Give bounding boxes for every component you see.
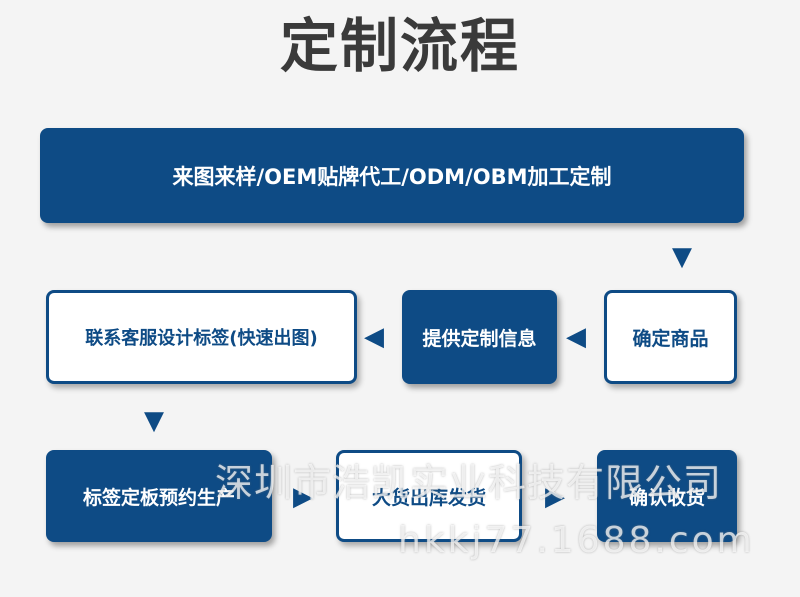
arrow-left-icon: ◀ <box>364 322 384 352</box>
step-confirm-product: 确定商品 <box>604 290 737 384</box>
page-title: 定制流程 <box>279 12 520 80</box>
arrow-right-icon: ▶ <box>293 482 313 512</box>
arrow-left-icon: ◀ <box>566 322 586 352</box>
step-confirm-receipt: 确认收货 <box>597 450 737 542</box>
step-contact-service: 联系客服设计标签(快速出图) <box>46 290 357 384</box>
step-banner-custom-types: 来图来样/OEM贴牌代工/ODM/OBM加工定制 <box>40 128 744 223</box>
step-provide-info: 提供定制信息 <box>402 290 557 384</box>
arrow-right-icon: ▶ <box>545 482 565 512</box>
step-bulk-shipping: 大货出库发货 <box>336 450 522 542</box>
arrow-down-icon: ▼ <box>144 406 164 436</box>
step-label-board: 标签定板预约生产 <box>46 450 272 542</box>
arrow-down-icon: ▼ <box>672 242 692 272</box>
